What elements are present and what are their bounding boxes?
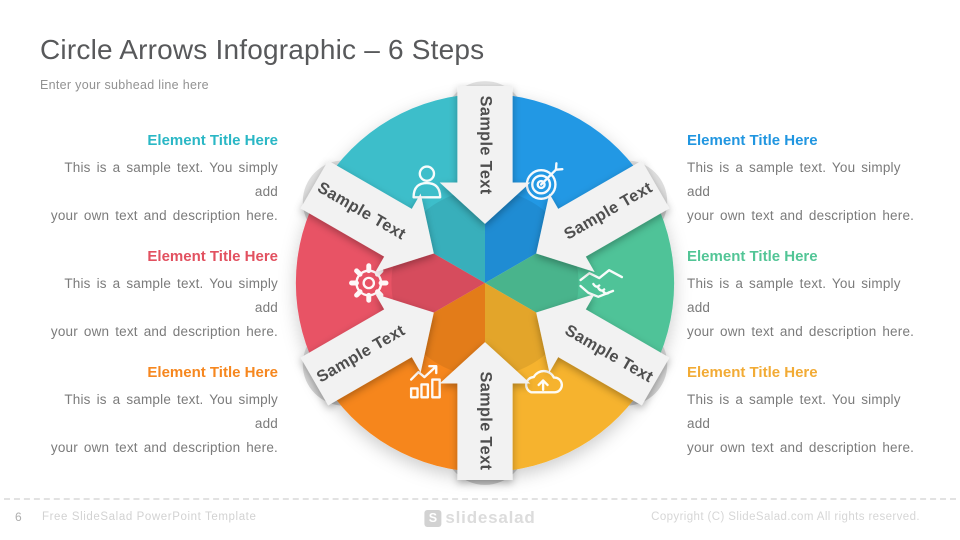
element-body-line: your own text and description here. <box>50 440 278 455</box>
element-body-line: This is a sample text. You simply add <box>687 160 901 199</box>
slidesalad-logo: S slidesalad <box>424 508 535 528</box>
element-body-line: This is a sample text. You simply add <box>687 392 901 431</box>
element-block-left-3: Element Title Here This is a sample text… <box>40 363 278 460</box>
slide-subhead: Enter your subhead line here <box>40 78 209 92</box>
element-title: Element Title Here <box>687 132 818 149</box>
footer-template-label: Free SlideSalad PowerPoint Template <box>42 511 257 523</box>
element-block-right-1: Element Title Here This is a sample text… <box>687 131 925 228</box>
element-block-right-2: Element Title Here This is a sample text… <box>687 247 925 344</box>
growth-chart-icon <box>409 365 441 399</box>
element-body-line: your own text and description here. <box>50 208 278 223</box>
segment-cloud-upload <box>485 283 649 473</box>
element-body-line: your own text and description here. <box>687 208 915 223</box>
circle-arrows-diagram: Sample Text Sample Text Sample Text Samp… <box>288 81 682 485</box>
element-body-line: This is a sample text. You simply add <box>64 392 278 431</box>
element-body-line: your own text and description here. <box>687 440 915 455</box>
element-title: Element Title Here <box>147 132 278 149</box>
element-body-line: This is a sample text. You simply add <box>64 276 278 315</box>
element-title: Element Title Here <box>147 248 278 265</box>
gear-icon <box>349 263 389 303</box>
segment-handshake <box>485 188 675 378</box>
element-body-line: This is a sample text. You simply add <box>64 160 278 199</box>
element-block-right-3: Element Title Here This is a sample text… <box>687 363 925 460</box>
segment-gear <box>295 188 485 378</box>
element-body-line: This is a sample text. You simply add <box>687 276 901 315</box>
segment-growth-chart <box>321 283 485 473</box>
footer-divider <box>4 498 956 500</box>
arrow-label-bottom: Sample Text <box>477 371 495 470</box>
element-block-left-2: Element Title Here This is a sample text… <box>40 247 278 344</box>
element-body-line: your own text and description here. <box>50 324 278 339</box>
slide-title: Circle Arrows Infographic – 6 Steps <box>40 34 485 65</box>
element-title: Element Title Here <box>147 364 278 381</box>
logo-initial: S <box>424 509 442 527</box>
footer: 6 Free SlideSalad PowerPoint Template S … <box>0 508 960 534</box>
page-number: 6 <box>15 510 22 524</box>
segment-target <box>485 93 649 283</box>
copyright-text: Copyright (C) SlideSalad.com All rights … <box>651 511 920 523</box>
element-block-left-1: Element Title Here This is a sample text… <box>40 131 278 228</box>
element-body-line: your own text and description here. <box>687 324 915 339</box>
segments <box>295 93 675 473</box>
arrow-label-top: Sample Text <box>477 96 495 195</box>
segment-user <box>321 93 485 283</box>
element-title: Element Title Here <box>687 364 818 381</box>
element-title: Element Title Here <box>687 248 818 265</box>
user-icon <box>412 165 442 199</box>
logo-wordmark: slidesalad <box>445 508 536 527</box>
